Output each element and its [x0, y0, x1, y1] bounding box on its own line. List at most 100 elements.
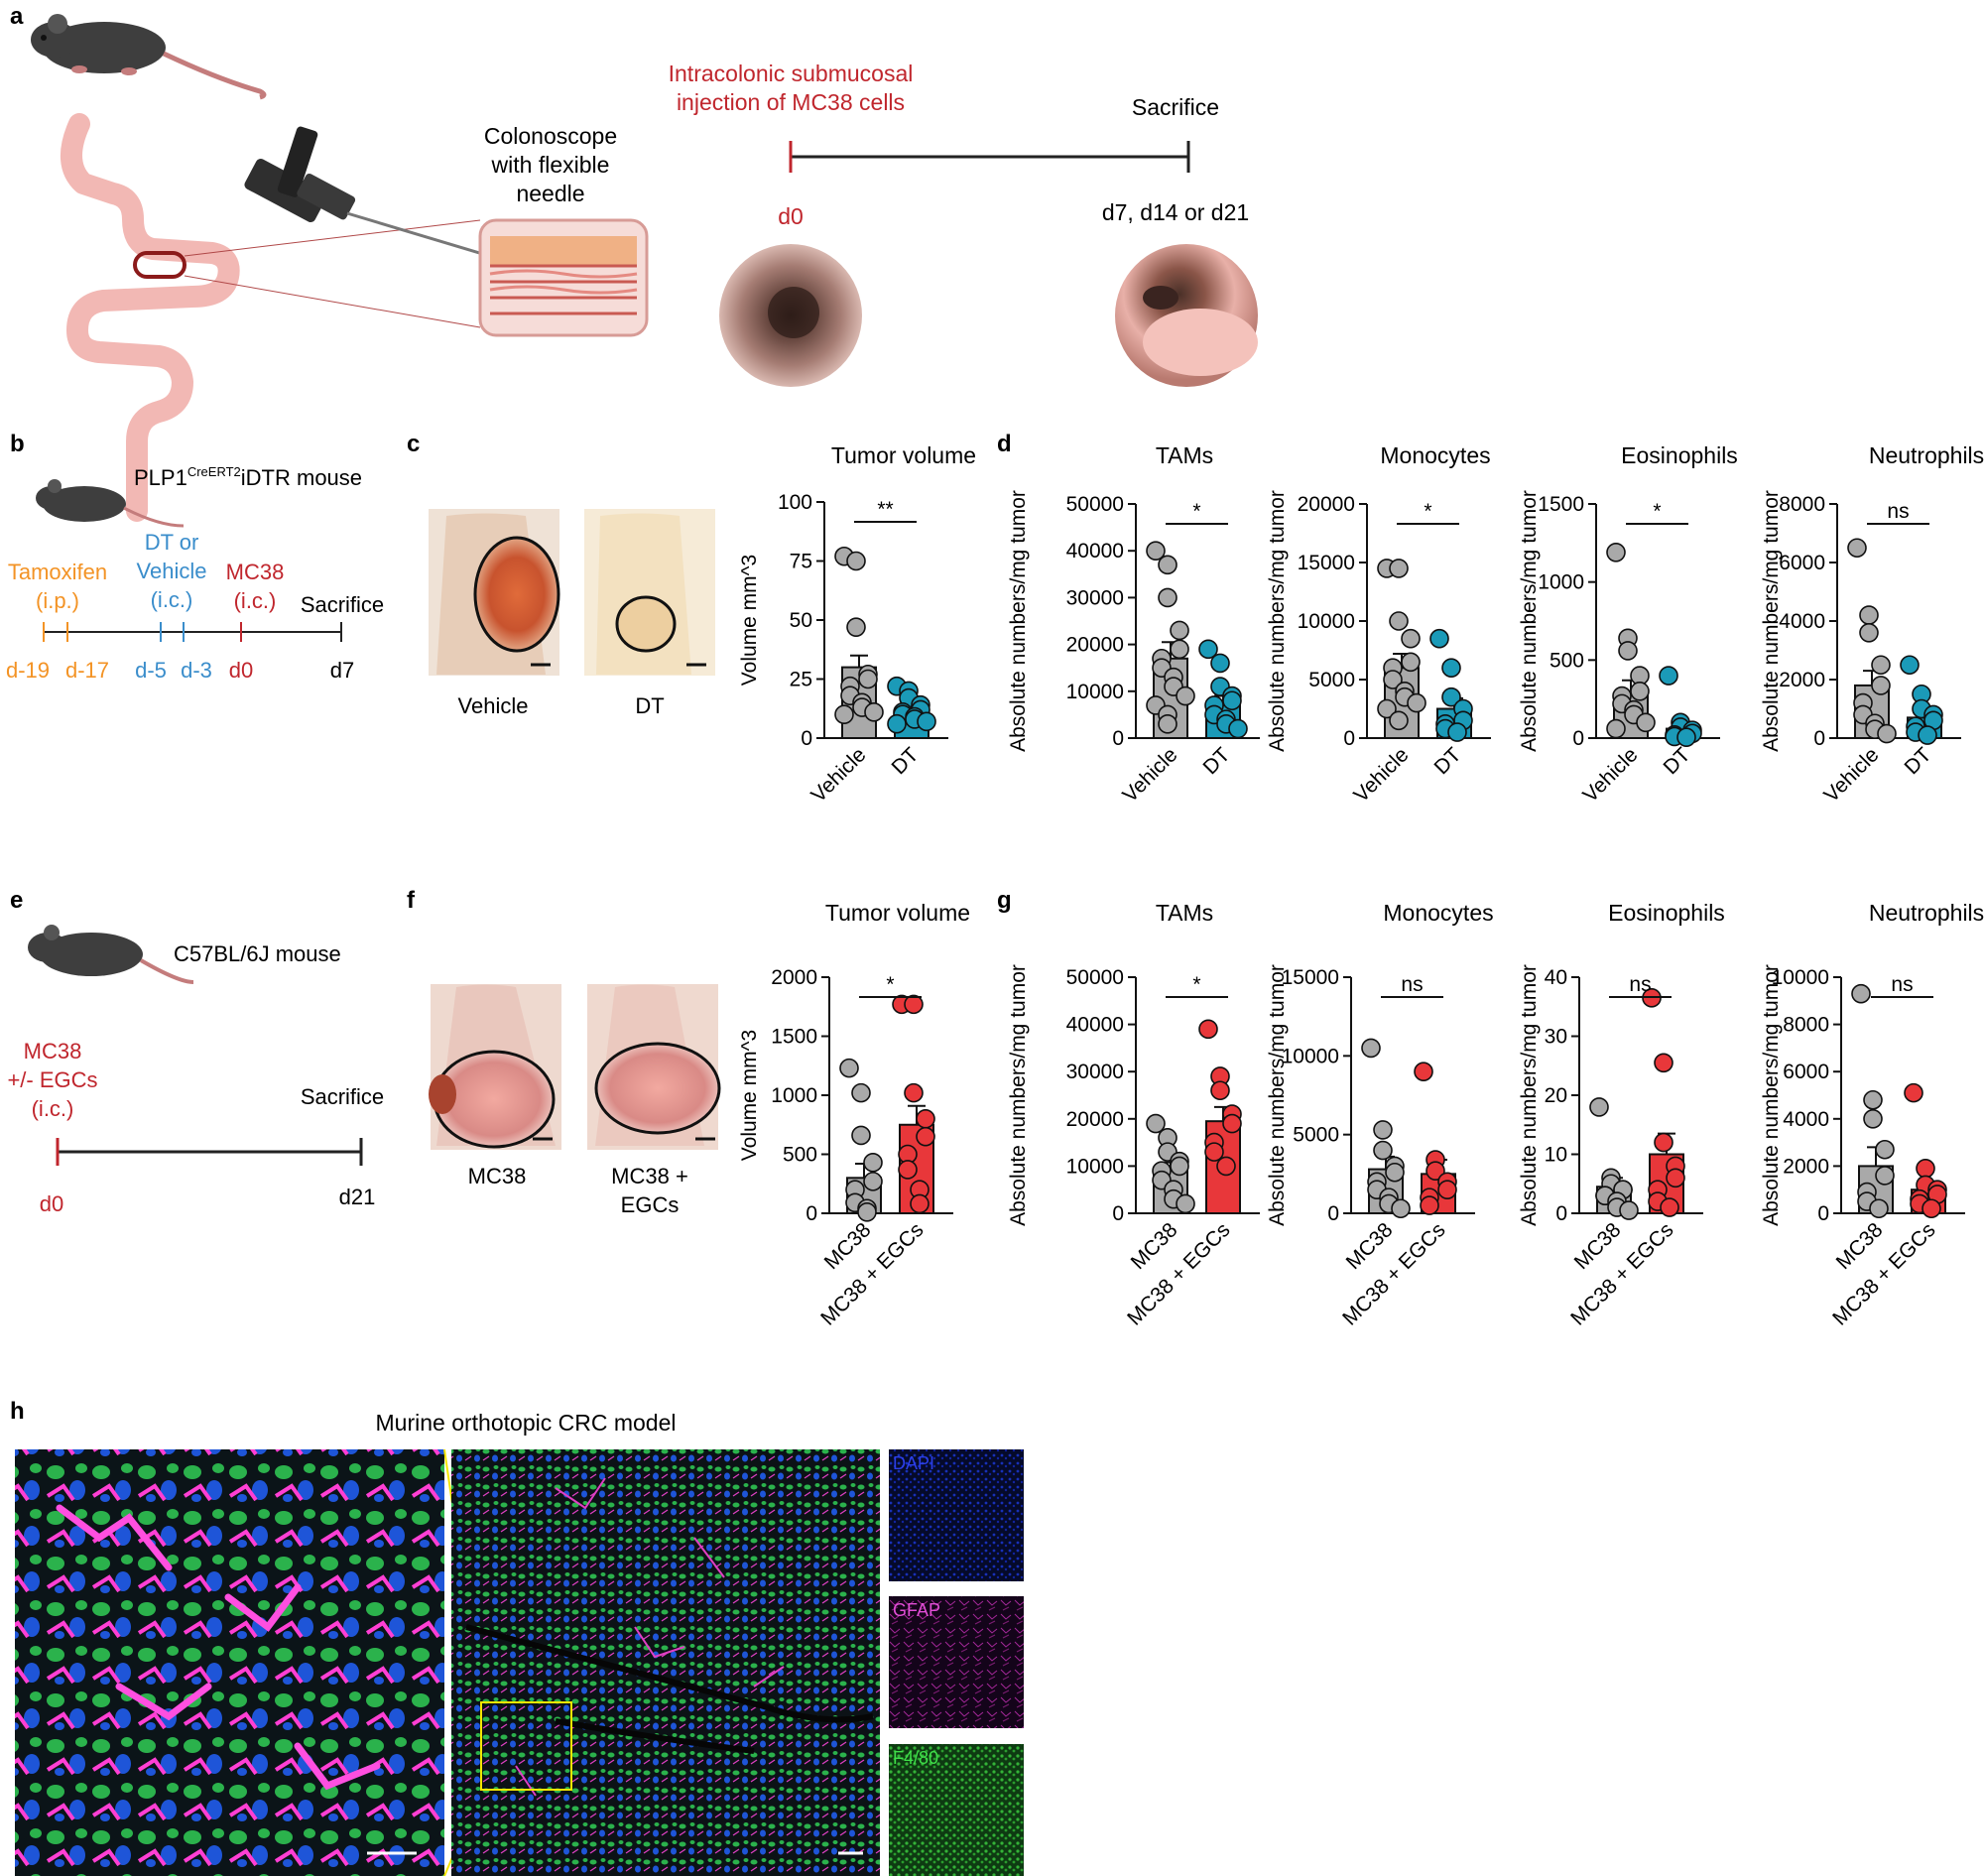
y-tick-label: 10000 — [1282, 1045, 1339, 1067]
y-tick-label: 50000 — [1066, 493, 1124, 516]
data-point — [1630, 681, 1650, 701]
chart-title: Monocytes — [1380, 442, 1490, 468]
y-axis-label: Volume mm^3 — [738, 555, 761, 686]
colon-illustration — [60, 113, 481, 522]
data-point — [1383, 670, 1403, 689]
y-tick-label: 0 — [1327, 1202, 1339, 1225]
colonoscope-icon — [244, 126, 557, 278]
scope-label-line1: Colonoscope — [484, 123, 617, 149]
data-point — [1636, 712, 1656, 733]
panel-letter-a: a — [10, 3, 24, 30]
significance-label: * — [1192, 500, 1200, 523]
y-axis-label: Absolute numbers/mg tumor — [1760, 964, 1783, 1226]
y-axis-label: Absolute numbers/mg tumor — [1760, 490, 1783, 752]
y-axis-label: Absolute numbers/mg tumor — [1266, 964, 1289, 1226]
data-point — [1859, 605, 1879, 625]
data-point — [898, 1160, 918, 1180]
y-tick-label: 0 — [1817, 1202, 1829, 1225]
data-point — [1847, 538, 1867, 559]
y-tick-label: 8000 — [1779, 493, 1825, 516]
panel-letter-h: h — [10, 1398, 25, 1425]
y-tick-label: 4000 — [1779, 610, 1825, 633]
tamoxifen-label: Tamoxifen — [8, 560, 107, 584]
y-tick-label: 8000 — [1783, 1014, 1829, 1037]
data-point — [1676, 727, 1696, 748]
significance-label: * — [886, 973, 894, 996]
x-tick-label: Vehicle — [1349, 743, 1413, 807]
mouse-illustration-b — [36, 479, 185, 528]
data-point — [1146, 541, 1166, 562]
y-tick-label: 2000 — [1783, 1155, 1829, 1178]
data-point — [1863, 1089, 1883, 1110]
data-point — [1859, 622, 1879, 643]
y-tick-label: 4000 — [1783, 1108, 1829, 1131]
data-point — [1589, 1097, 1609, 1117]
data-point — [1385, 1162, 1405, 1183]
data-point — [1158, 555, 1178, 575]
y-tick-label: 500 — [783, 1144, 817, 1167]
y-tick-label: 20000 — [1066, 1108, 1124, 1131]
tick-b-5: d0 — [229, 658, 253, 683]
significance-label: * — [1653, 500, 1661, 523]
y-tick-label: 500 — [1550, 649, 1584, 672]
data-point — [1875, 1166, 1895, 1186]
data-point — [863, 1153, 883, 1173]
sacrifice-label-b: Sacrifice — [301, 592, 384, 617]
data-point — [1158, 714, 1178, 734]
photo-label-mc38-egcs-2: EGCs — [621, 1192, 680, 1217]
data-point — [1170, 620, 1189, 641]
data-point — [1391, 1198, 1411, 1219]
tick-b-2: d-17 — [65, 658, 109, 683]
y-tick-label: 30000 — [1066, 1061, 1124, 1083]
y-tick-label: 20000 — [1066, 634, 1124, 657]
injection-label-line2: injection of MC38 cells — [677, 89, 905, 115]
y-tick-label: 2000 — [771, 966, 817, 989]
data-point — [839, 1058, 859, 1078]
data-point — [1414, 1062, 1433, 1081]
y-tick-label: 1000 — [771, 1084, 817, 1107]
y-tick-label: 0 — [1343, 727, 1355, 750]
data-point — [1904, 1082, 1923, 1103]
data-point — [1877, 723, 1897, 744]
tamoxifen-route: (i.p.) — [36, 588, 79, 613]
data-point — [904, 994, 924, 1015]
data-point — [1361, 1038, 1381, 1059]
y-tick-label: 1000 — [1538, 571, 1584, 594]
dt-vehicle-label1: DT or — [145, 530, 199, 555]
panel-letter-g: g — [997, 887, 1012, 914]
data-point — [851, 1082, 871, 1103]
mc38-label-e1: MC38 — [24, 1039, 82, 1063]
data-point — [1377, 698, 1397, 719]
data-point — [1875, 1139, 1895, 1160]
microscopy-zoom-image — [15, 1449, 444, 1876]
x-tick-label: DT — [1900, 743, 1935, 779]
y-tick-label: 20 — [1545, 1084, 1567, 1107]
y-tick-label: 0 — [1112, 727, 1124, 750]
microscopy-title: Murine orthotopic CRC model — [376, 1410, 677, 1436]
data-point — [1407, 692, 1426, 713]
data-point — [1869, 1198, 1889, 1219]
timeline-end-a: d7, d14 or d21 — [1102, 199, 1249, 225]
data-point — [1222, 1113, 1242, 1134]
data-point — [1426, 1161, 1445, 1181]
data-point — [1918, 725, 1937, 745]
mc38-label-e2: +/- EGCs — [7, 1067, 97, 1092]
channel-label-dapi: DAPI — [893, 1453, 934, 1473]
mc38-route-e: (i.c.) — [32, 1096, 74, 1121]
chart-title: Neutrophils — [1869, 442, 1984, 468]
y-tick-label: 30000 — [1066, 586, 1124, 609]
panel-letter-e: e — [10, 887, 23, 914]
data-point — [1618, 641, 1638, 661]
timeline-a — [789, 141, 1190, 173]
panel-letter-c: c — [407, 431, 420, 457]
significance-label: ** — [877, 498, 893, 521]
y-tick-label: 10000 — [1298, 610, 1355, 633]
panel-letter-b: b — [10, 431, 25, 457]
channel-image-gfap: GFAP — [889, 1596, 1024, 1728]
y-tick-label: 50000 — [1066, 966, 1124, 989]
